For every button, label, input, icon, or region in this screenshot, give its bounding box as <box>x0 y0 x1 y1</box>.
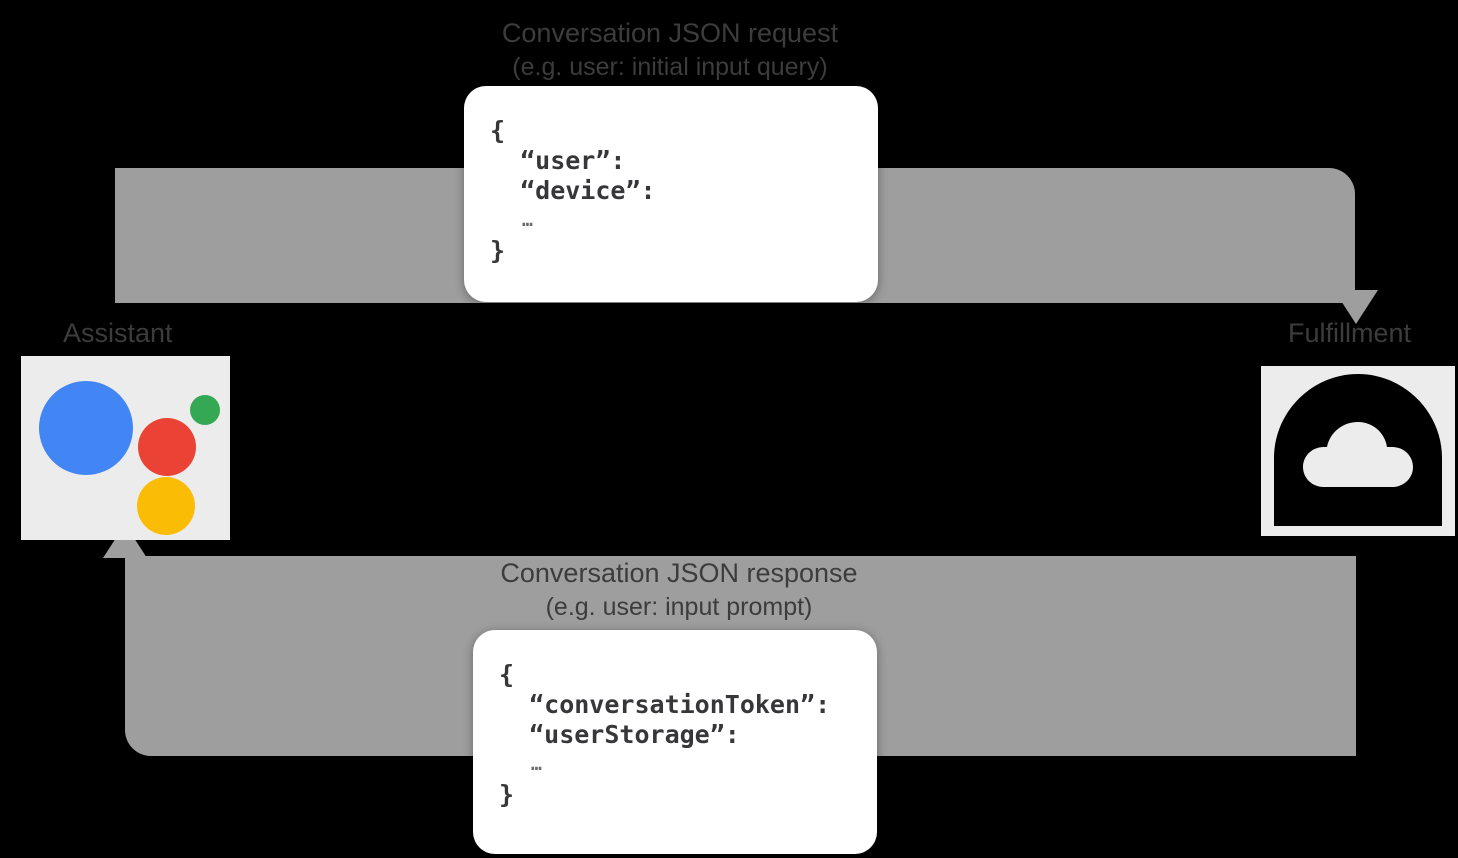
assistant-yellow-dot-icon <box>137 477 195 535</box>
request-flow-label: Conversation JSON request (e.g. user: in… <box>0 16 1340 84</box>
assistant-logo-tile <box>21 356 230 540</box>
request-arrow-head-icon <box>1334 290 1378 324</box>
assistant-blue-dot-icon <box>39 381 133 475</box>
json-key-user: “user”: <box>490 146 626 175</box>
response-flow-label: Conversation JSON response (e.g. user: i… <box>0 556 1358 624</box>
response-json-card: { “conversationToken”: “userStorage”: … … <box>473 630 877 854</box>
json-open-brace: { <box>490 116 506 145</box>
fulfillment-logo-tile <box>1261 366 1455 536</box>
assistant-red-dot-icon <box>138 418 196 476</box>
json-key-conversation-token: “conversationToken”: <box>499 690 831 719</box>
json-ellipsis: … <box>522 210 533 231</box>
assistant-green-dot-icon <box>190 395 220 425</box>
json-key-user-storage: “userStorage”: <box>499 720 740 749</box>
cloud-functions-icon <box>1274 374 1442 526</box>
request-flow-label-title: Conversation JSON request <box>501 18 839 48</box>
json-key-device: “device”: <box>490 176 656 205</box>
json-close-brace: } <box>490 236 506 265</box>
json-close-brace: } <box>499 780 515 809</box>
response-flow-label-title: Conversation JSON response <box>500 558 858 588</box>
request-flow-label-subtitle: (e.g. user: initial input query) <box>512 53 828 81</box>
json-ellipsis: … <box>531 754 542 775</box>
request-json-card: { “user”: “device”: … } <box>464 86 878 302</box>
assistant-caption: Assistant <box>63 318 173 348</box>
response-flow-label-subtitle: (e.g. user: input prompt) <box>545 593 813 621</box>
json-open-brace: { <box>499 660 515 689</box>
fulfillment-caption: Fulfillment <box>1288 318 1412 348</box>
